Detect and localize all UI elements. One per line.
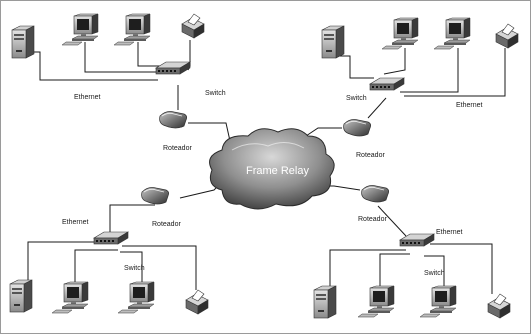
- ethernet-label: Ethernet: [74, 94, 101, 101]
- switch-label: Switch: [346, 95, 367, 102]
- cloud-label: Frame Relay: [246, 165, 309, 177]
- server-icon: [9, 279, 33, 313]
- cloud-icon: [209, 128, 335, 210]
- router-icon: [343, 119, 372, 137]
- ethernet-label: Ethernet: [456, 102, 483, 109]
- server-icon: [11, 25, 35, 59]
- router-label: Roteador: [163, 145, 192, 152]
- router-icon: [159, 111, 188, 129]
- switch-label: Switch: [124, 265, 145, 272]
- router-label: Roteador: [152, 221, 181, 228]
- switch-label: Switch: [205, 90, 226, 97]
- site-top-right: Switch Ethernet Roteador: [321, 17, 519, 159]
- ethernet-label: Ethernet: [62, 219, 89, 226]
- server-icon: [321, 25, 345, 59]
- server-icon: [313, 285, 337, 319]
- switch-label: Switch: [424, 270, 445, 277]
- router-label: Roteador: [358, 216, 387, 223]
- router-icon: [361, 185, 390, 203]
- router-icon: [141, 187, 170, 205]
- site-bottom-right: Roteador Ethernet Switch: [313, 185, 511, 319]
- router-label: Roteador: [356, 152, 385, 159]
- connection-lines: [27, 40, 506, 294]
- frame-relay-cloud: Frame Relay: [209, 128, 335, 210]
- site-top-left: Ethernet Switch Roteador: [11, 13, 226, 152]
- ethernet-label: Ethernet: [436, 229, 463, 236]
- site-bottom-left: Roteador Ethernet Switch: [9, 187, 209, 315]
